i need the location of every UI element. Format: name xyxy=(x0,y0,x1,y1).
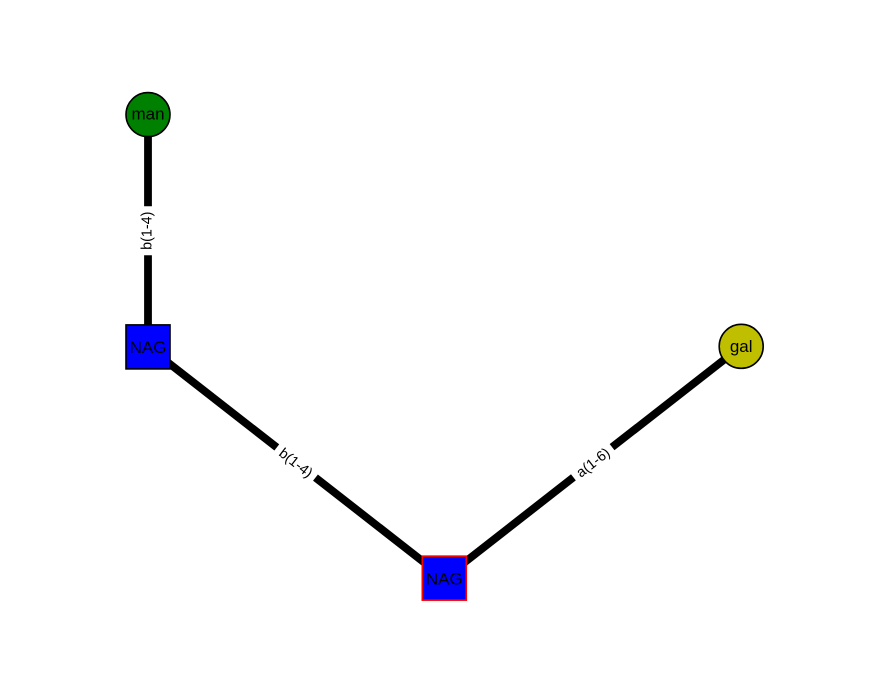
svg-text:NAG: NAG xyxy=(426,570,463,589)
svg-text:gal: gal xyxy=(730,337,753,356)
svg-text:NAG: NAG xyxy=(130,338,167,357)
svg-text:b(1-4): b(1-4) xyxy=(139,212,155,250)
svg-text:man: man xyxy=(131,104,164,123)
